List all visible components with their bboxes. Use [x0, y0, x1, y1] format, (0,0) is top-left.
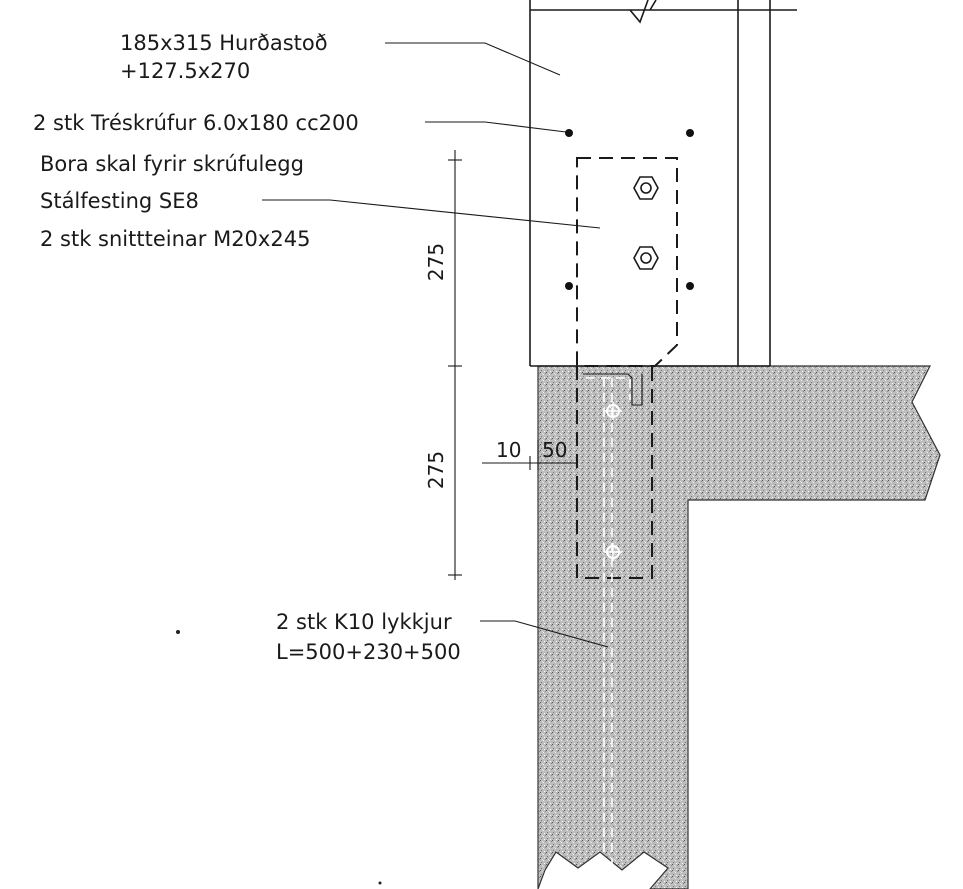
screw-dot [565, 129, 573, 137]
bracket-embedded-plate [576, 366, 653, 579]
dimension-offset-a: 10 [496, 438, 521, 462]
label-post-size: 185x315 Hurðastoð [120, 31, 328, 55]
label-bracket-rods: 2 stk snittteinar M20x245 [40, 227, 310, 251]
label-rebar-length: L=500+230+500 [276, 640, 461, 664]
label-screws-note: Bora skal fyrir skrúfulegg [40, 152, 304, 176]
dimension-upper: 275 [424, 243, 448, 281]
dimension-offset-b: 50 [542, 438, 567, 462]
screw-dot [686, 129, 694, 137]
bolt-nut-lower [633, 246, 659, 270]
timber-post [529, 0, 797, 367]
threaded-rod-marker-upper [604, 402, 622, 420]
label-bracket: Stálfesting SE8 [40, 189, 199, 213]
leader-post [385, 42, 561, 76]
label-post-extra: +127.5x270 [120, 59, 250, 83]
threaded-rod-marker-lower [604, 543, 622, 561]
scan-speck [378, 881, 382, 885]
screw-dot [686, 282, 694, 290]
dimension-lower: 275 [424, 451, 448, 489]
vertical-dimension-line [448, 150, 462, 580]
horizontal-dimension-line [482, 440, 578, 470]
label-rebar: 2 stk K10 lykkjur [276, 610, 452, 634]
scan-speck [176, 630, 180, 634]
screw-dot [565, 282, 573, 290]
rebar-loops [583, 373, 643, 885]
leader-screws [425, 121, 567, 133]
label-screws: 2 stk Tréskrúfur 6.0x180 cc200 [33, 111, 359, 135]
leader-rebar [480, 620, 609, 648]
leader-bracket [262, 199, 601, 229]
concrete-foundation [537, 365, 941, 889]
bolt-nut-upper [633, 176, 659, 200]
steel-bracket-outline [576, 157, 678, 367]
